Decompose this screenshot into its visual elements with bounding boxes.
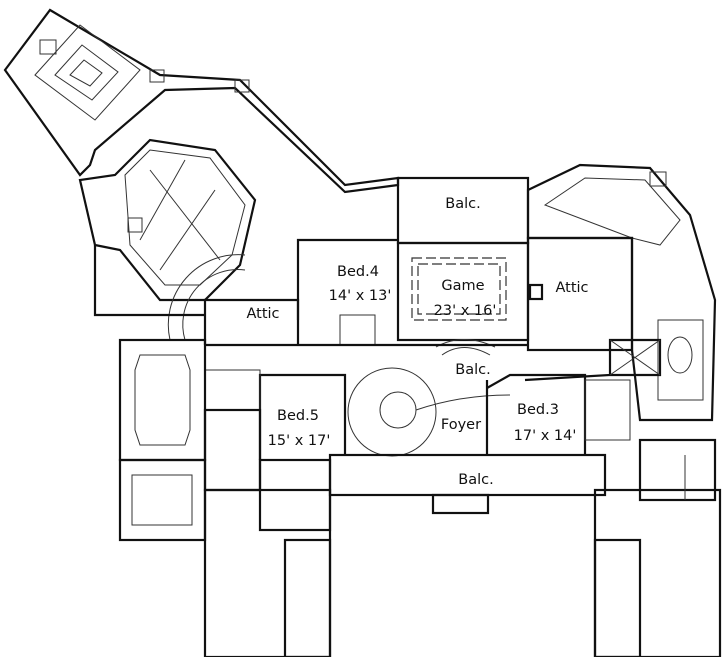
northwest-wing xyxy=(3,8,400,194)
room-label-bed-5: Bed.5 xyxy=(277,408,319,424)
west-octagon-wing xyxy=(78,138,257,341)
attic-right-outline xyxy=(526,236,634,352)
room-label-bed-4: Bed.4 xyxy=(337,264,379,280)
room-size-bed-4: 14' x 13' xyxy=(329,288,392,304)
room-label-foyer: Foyer xyxy=(441,417,481,433)
room-label-attic-left: Attic xyxy=(246,306,279,322)
room-size-bed-3: 17' x 14' xyxy=(514,428,577,444)
room-label-balcony-middle: Balc. xyxy=(455,362,490,378)
room-size-bed-5: 15' x 17' xyxy=(268,433,331,449)
room-label-bed-3: Bed.3 xyxy=(517,402,559,418)
room-label-game: Game xyxy=(441,278,484,294)
room-label-balcony-top: Balc. xyxy=(445,196,480,212)
room-label-attic-right: Attic xyxy=(555,280,588,296)
room-label-balcony-bottom: Balc. xyxy=(458,472,493,488)
room-size-game: 23' x 16' xyxy=(434,303,497,319)
